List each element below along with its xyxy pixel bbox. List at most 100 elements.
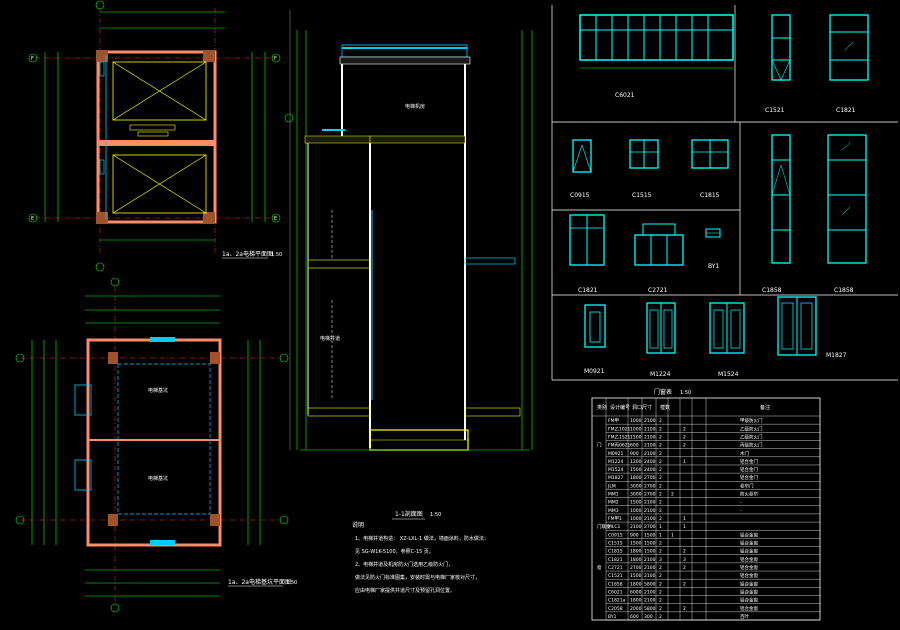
schedule-cell: FM丙0621 xyxy=(608,443,631,449)
schedule-cell: M1224 xyxy=(608,459,623,465)
schedule-cell: 铝合金窗 xyxy=(740,531,758,538)
schedule-cell: 铝合金窗 xyxy=(740,572,758,579)
axis-label-e: E xyxy=(274,216,277,222)
schedule-cell: BY1 xyxy=(608,614,617,620)
schedule-cell: C1821 xyxy=(608,557,623,563)
schedule-cell: 2100 xyxy=(644,451,656,457)
schedule-cell: 1800 xyxy=(630,549,642,555)
section-room-mid: 电梯井道 xyxy=(320,335,340,342)
schedule-cell: 铝合金窗 xyxy=(740,564,758,571)
axis-label-f: F xyxy=(274,56,277,62)
window-label-c1821: C1821 xyxy=(578,287,598,294)
note-line: 1、电梯井道构造： XZ-LXL-1 做法，墙面涂料，防水做法： xyxy=(355,535,489,542)
schedule-cell: JLM xyxy=(607,483,616,489)
schedule-cell: 2 xyxy=(659,541,662,547)
pit-room-label: 电梯基坑 xyxy=(148,387,168,394)
schedule-cell: 2100 xyxy=(644,418,656,424)
schedule-cell: 铝合金门 xyxy=(740,474,758,481)
schedule-cell: 1 xyxy=(659,524,662,530)
schedule-cell: 1500 xyxy=(630,500,642,506)
schedule-cell: 门联窗 xyxy=(597,523,611,530)
window-label-c1515: C1515 xyxy=(632,192,652,199)
section-room-top: 电梯机房 xyxy=(405,103,425,110)
schedule-cell: 百叶 xyxy=(740,613,749,620)
schedule-cell: C1858 xyxy=(608,581,623,587)
schedule-cell: - xyxy=(740,509,742,514)
plan2-title: 1a、2a电梯基坑平面图 xyxy=(228,578,291,586)
schedule-scale: 1:50 xyxy=(680,390,691,396)
schedule-cell: C1521 xyxy=(608,573,623,579)
schedule-cell: 卷帘门 xyxy=(740,482,754,489)
schedule-cell: 2100 xyxy=(644,443,656,449)
schedule-cell: 2 xyxy=(683,606,686,612)
pit-room-label: 电梯基坑 xyxy=(148,475,168,482)
schedule-cell: 3000 xyxy=(630,483,642,489)
schedule-header-cell: 类别 xyxy=(597,404,607,411)
axis-bubble-icon xyxy=(95,262,105,272)
schedule-cell: 2400 xyxy=(644,459,656,465)
schedule-cell: 2700 xyxy=(630,565,642,571)
schedule-cell: 2 xyxy=(659,549,662,555)
elevator-pit-plan: 电梯基坑 电梯基坑 1a、2a电梯基坑平面图 1:50 xyxy=(15,277,297,613)
door-label-m0921: M0921 xyxy=(584,368,605,375)
schedule-cell: 2 xyxy=(659,443,662,449)
schedule-cell: 5800 xyxy=(644,606,656,612)
schedule-cell: 1500 xyxy=(630,434,642,440)
window-elevations: C6021 C1521 C1821 C0915 C1515 C1815 xyxy=(551,5,898,381)
schedule-cell: 2 xyxy=(671,492,674,498)
schedule-cell: 2100 xyxy=(644,573,656,579)
window-label-c0915: C0915 xyxy=(570,192,590,199)
schedule-title: 门窗表 xyxy=(654,388,672,396)
schedule-cell: MM3 xyxy=(608,508,619,514)
schedule-cell: M1827 xyxy=(608,475,623,481)
schedule-cell: 2700 xyxy=(644,483,656,489)
axis-bubble-icon xyxy=(279,353,289,363)
schedule-cell: 2 xyxy=(659,573,662,579)
schedule-cell: 1500 xyxy=(630,541,642,547)
schedule-cell: 2 xyxy=(659,434,662,440)
axis-bubble-icon xyxy=(15,515,25,525)
schedule-cell: 600 xyxy=(630,443,639,449)
schedule-cell: 铝合金窗 xyxy=(740,588,758,595)
schedule-cell: 2 xyxy=(659,606,662,612)
axis-bubble-icon xyxy=(95,0,105,10)
schedule-cell: 铝合金窗 xyxy=(740,548,758,555)
schedule-cell: 1500 xyxy=(630,467,642,473)
schedule-cell: 1 xyxy=(683,516,686,522)
section-scale: 1:50 xyxy=(430,512,441,518)
window-label-c2721: C2721 xyxy=(648,287,668,294)
schedule-cell: 2100 xyxy=(644,589,656,595)
schedule-header-cell: 备注 xyxy=(760,404,770,411)
note-line: 2、电梯井道及机房防火门选用乙级防火门， xyxy=(355,561,453,568)
schedule-cell: 2100 xyxy=(630,524,642,530)
schedule-cell: 2700 xyxy=(644,492,656,498)
schedule-cell: 2 xyxy=(659,598,662,604)
schedule-cell: 铝合金窗 xyxy=(740,580,758,587)
schedule-cell: 防火卷帘 xyxy=(740,491,758,498)
schedule-header-cell: 樘数 xyxy=(660,404,670,411)
schedule-cell: 1500 xyxy=(644,532,656,538)
schedule-cell: 2 xyxy=(659,459,662,465)
schedule-cell: FM甲1 xyxy=(608,516,622,522)
schedule-cell: C1515 xyxy=(608,541,623,547)
door-label-m1224: M1224 xyxy=(650,371,671,378)
schedule-cell: C2721 xyxy=(608,565,623,571)
schedule-cell: 1 xyxy=(671,532,674,538)
door-label-m1524: M1524 xyxy=(718,371,739,378)
schedule-cell: 1 xyxy=(683,524,686,530)
schedule-cell: 2 xyxy=(659,581,662,587)
schedule-cell: M0921 xyxy=(608,451,623,457)
schedule-cell: 2 xyxy=(659,426,662,432)
axis-bubble-icon xyxy=(271,53,281,63)
schedule-cell: 2 xyxy=(659,589,662,595)
schedule-cell: 2100 xyxy=(644,557,656,563)
plan1-title: 1a、2a电梯平面图 xyxy=(222,250,273,258)
schedule-cell: 2100 xyxy=(644,516,656,522)
schedule-cell: 木门 xyxy=(740,450,749,457)
schedule-cell: M1524 xyxy=(608,467,623,473)
schedule-cell: 铝合金门 xyxy=(740,458,758,465)
schedule-cell: 丙级防火门 xyxy=(740,442,763,449)
schedule-cell: 1800 xyxy=(630,581,642,587)
window-label-c1521: C1521 xyxy=(765,107,785,114)
